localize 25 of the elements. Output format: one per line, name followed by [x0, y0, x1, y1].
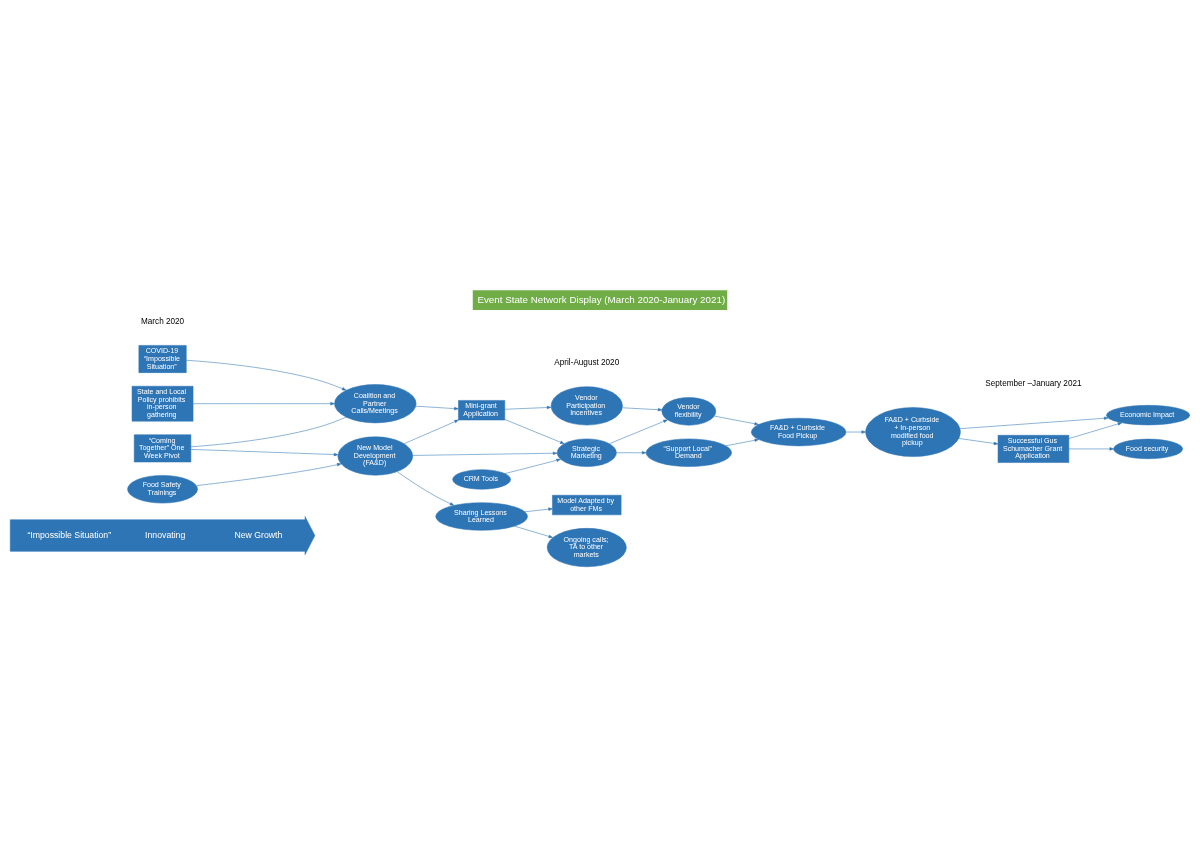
arrow: [1068, 446, 1114, 451]
diagram-title: Event State Network Display (March 2020-January 2021): [477, 293, 726, 305]
arrow: [190, 448, 339, 456]
arrow: [504, 418, 565, 444]
arrow: [845, 429, 866, 434]
arrow: [415, 405, 459, 410]
arrow: [196, 462, 342, 486]
arrow: [514, 525, 553, 538]
arrow: [192, 401, 335, 405]
arrow: [725, 438, 759, 446]
arrow: [622, 407, 663, 411]
arrow: [1068, 421, 1123, 439]
arrow: [616, 450, 647, 454]
arrow: [186, 359, 347, 390]
arrow: [958, 437, 999, 445]
connector: [190, 416, 347, 447]
arrow: [609, 419, 668, 444]
arrow: [403, 419, 459, 444]
arrow: [504, 405, 552, 410]
arrow: [396, 470, 455, 506]
arrow: [714, 415, 759, 425]
arrow: [504, 458, 561, 474]
arrow: [524, 507, 553, 512]
arrow: [959, 416, 1109, 429]
arrow: [412, 451, 558, 456]
